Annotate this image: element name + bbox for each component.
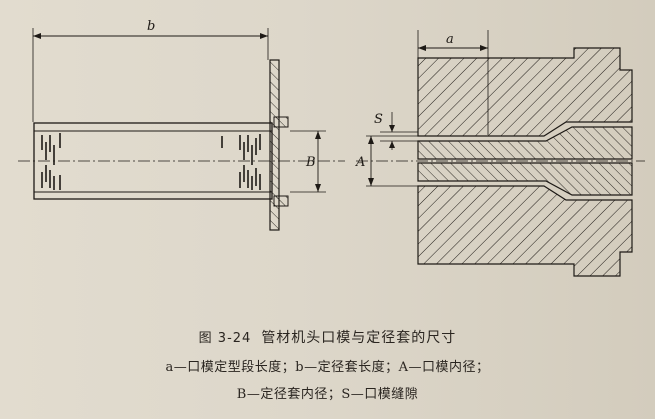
sleeve-flange bbox=[269, 59, 280, 231]
die-body-bottom bbox=[417, 185, 633, 277]
label-a: a bbox=[446, 32, 454, 47]
mandrel-bottom bbox=[417, 162, 633, 196]
figure-legend-line-2: B—定径套内径；S—口模缝隙 bbox=[236, 387, 419, 402]
engineering-drawing: b B a S A bbox=[18, 19, 645, 277]
label-A: A bbox=[355, 155, 365, 170]
die-body-top bbox=[417, 47, 633, 137]
arrow-right bbox=[260, 33, 268, 39]
label-B: B bbox=[305, 155, 316, 170]
die-drawing bbox=[356, 30, 645, 277]
figure-title: 管材机头口模与定径套的尺寸 bbox=[261, 330, 457, 346]
figure-legend-line-1: a—口模定型段长度；b—定径套长度；A—口模内径； bbox=[165, 360, 490, 375]
figure-caption: 图 3-24 管材机头口模与定径套的尺寸 bbox=[0, 327, 655, 347]
mandrel-top bbox=[417, 126, 633, 160]
sizing-sleeve-drawing bbox=[18, 28, 345, 231]
label-S: S bbox=[374, 112, 383, 127]
label-b: b bbox=[147, 19, 155, 34]
arrow-left bbox=[33, 33, 41, 39]
figure-number: 图 3-24 bbox=[198, 331, 252, 346]
